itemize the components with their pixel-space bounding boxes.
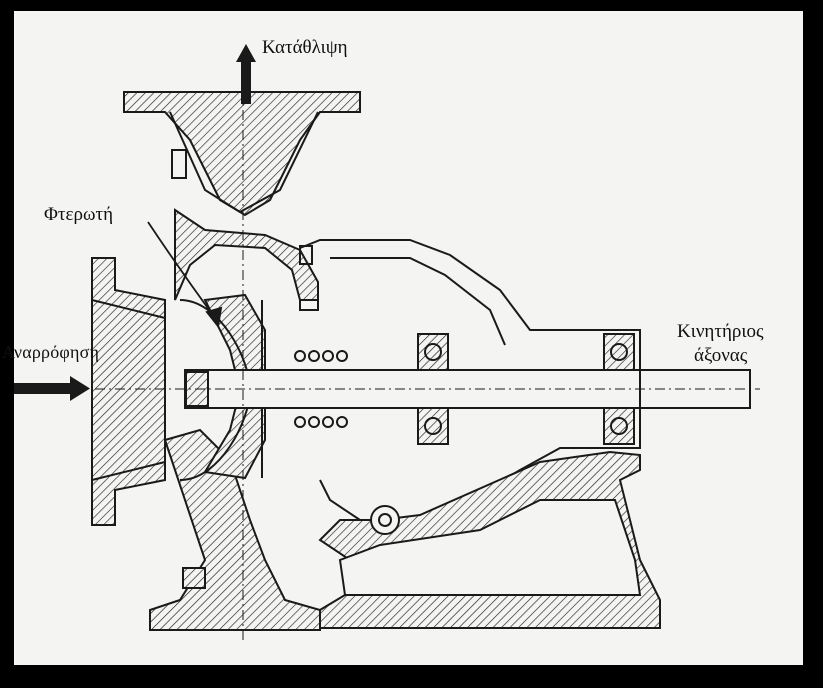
suction-flange [91, 257, 166, 526]
label-discharge: Κατάθλιψη [262, 37, 348, 58]
arrow-right-icon [14, 376, 90, 401]
label-drive-shaft-line2: άξονας [694, 345, 748, 366]
discharge-flange [123, 91, 361, 217]
bearings [417, 333, 635, 445]
pump-drawing [91, 70, 760, 640]
centerlines [95, 70, 760, 640]
label-suction: Αναρρόφηση [2, 342, 100, 362]
arrow-up-icon [236, 44, 256, 104]
drain-plug [370, 505, 400, 535]
label-drive-shaft-line1: Κινητήριος [677, 321, 764, 342]
seal-coils [294, 350, 348, 428]
bolts [171, 149, 319, 311]
impeller-pointer [147, 221, 216, 319]
label-impeller: Φτερωτή [44, 204, 114, 225]
volute-casing [174, 208, 319, 301]
